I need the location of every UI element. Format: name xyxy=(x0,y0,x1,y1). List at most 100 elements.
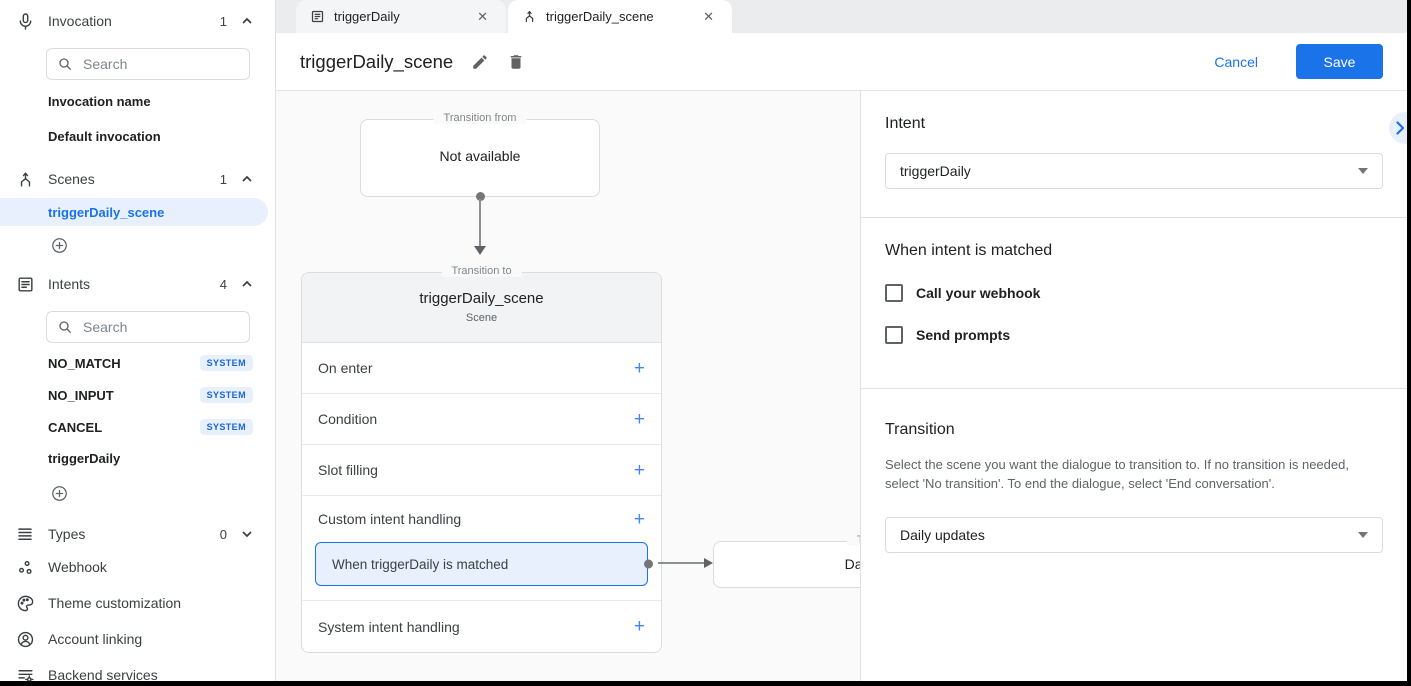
arrow-right-icon xyxy=(704,558,713,568)
sidebar: Invocation 1 Invocation name Default inv… xyxy=(0,0,276,681)
sidebar-item-account-linking[interactable]: Account linking xyxy=(0,621,275,657)
add-icon[interactable]: + xyxy=(633,357,645,379)
arrow-down-icon xyxy=(474,246,486,255)
screen-right-edge xyxy=(1407,0,1411,686)
section-count: 1 xyxy=(219,13,227,29)
sidebar-item-no-input[interactable]: NO_INPUT SYSTEM xyxy=(0,379,275,411)
panel-collapse-button[interactable] xyxy=(1389,112,1407,144)
sidebar-item-webhook[interactable]: Webhook xyxy=(0,549,275,585)
scene-row-condition[interactable]: Condition + xyxy=(302,394,661,445)
section-label: Invocation xyxy=(48,13,112,29)
section-count: 0 xyxy=(219,526,227,542)
scene-row-on-enter[interactable]: On enter + xyxy=(302,343,661,394)
save-button[interactable]: Save xyxy=(1296,44,1383,79)
close-icon[interactable]: ✕ xyxy=(477,8,488,24)
scene-row-slot-filling[interactable]: Slot filling + xyxy=(302,445,661,496)
intent-handler-when-triggerdaily-matched[interactable]: When triggerDaily is matched xyxy=(315,542,653,586)
transition-to-legend: Transition to xyxy=(846,534,860,546)
edit-pencil-icon[interactable] xyxy=(471,53,489,71)
sidebar-item-invocation-name[interactable]: Invocation name xyxy=(48,94,151,109)
tab-triggerdaily[interactable]: triggerDaily ✕ xyxy=(296,0,506,33)
transition-select[interactable]: Daily updates xyxy=(885,517,1383,553)
sidebar-section-types[interactable]: Types 0 xyxy=(0,519,275,549)
sidebar-section-invocation[interactable]: Invocation 1 xyxy=(0,6,275,36)
connector-dot xyxy=(644,559,653,569)
sidebar-section-scenes[interactable]: Scenes 1 xyxy=(0,164,275,194)
call-webhook-checkbox-row[interactable]: Call your webhook xyxy=(885,284,1383,302)
intent-config-panel: Intent triggerDaily When intent is match… xyxy=(860,91,1407,681)
intents-search xyxy=(46,311,250,343)
plus-circle-icon xyxy=(50,484,275,503)
flow-canvas: Transition from Not available Transition… xyxy=(276,91,860,681)
section-label: Scenes xyxy=(48,171,95,187)
chevron-right-icon xyxy=(1396,121,1405,135)
tab-triggerdaily-scene[interactable]: triggerDaily_scene ✕ xyxy=(508,0,732,33)
call-webhook-checkbox[interactable] xyxy=(885,284,903,302)
sidebar-item-no-match[interactable]: NO_MATCH SYSTEM xyxy=(0,347,275,379)
transition-description: Select the scene you want the dialogue t… xyxy=(885,457,1349,491)
connector-line-horizontal xyxy=(658,562,706,564)
section-label: Types xyxy=(48,526,86,542)
chevron-up-icon[interactable] xyxy=(241,175,253,183)
chevron-up-icon[interactable] xyxy=(241,280,253,288)
scene-card-subtitle: Scene xyxy=(465,312,498,324)
transition-to-legend: Transition to xyxy=(441,265,522,277)
system-badge: SYSTEM xyxy=(199,419,253,435)
sidebar-item-cancel[interactable]: CANCEL SYSTEM xyxy=(0,411,275,443)
cancel-button[interactable]: Cancel xyxy=(1214,53,1258,70)
sidebar-item-theme-customization[interactable]: Theme customization xyxy=(0,585,275,621)
delete-trash-icon[interactable] xyxy=(507,53,525,71)
transition-from-value: Not available xyxy=(439,148,521,164)
sidebar-item-triggerdaily-scene[interactable]: triggerDaily_scene xyxy=(0,198,268,226)
chevron-up-icon[interactable] xyxy=(241,17,253,25)
transition-select-value: Daily updates xyxy=(900,527,985,543)
connector-line-vertical xyxy=(479,199,481,247)
scene-icon xyxy=(14,168,36,190)
send-prompts-checkbox-row[interactable]: Send prompts xyxy=(885,326,1383,344)
intents-search-input[interactable] xyxy=(46,311,250,343)
transition-section: Transition Select the scene you want the… xyxy=(861,389,1407,581)
chevron-down-icon[interactable] xyxy=(241,530,253,538)
close-icon[interactable]: ✕ xyxy=(703,8,714,24)
article-icon xyxy=(14,273,36,295)
section-label: Intents xyxy=(48,276,91,292)
sidebar-section-intents[interactable]: Intents 4 xyxy=(0,269,275,299)
scene-card: Transition to triggerDaily_scene Scene O… xyxy=(301,265,662,653)
invocation-search xyxy=(46,48,250,80)
send-prompts-checkbox[interactable] xyxy=(885,326,903,344)
sidebar-item-default-invocation[interactable]: Default invocation xyxy=(48,129,161,144)
caret-down-icon xyxy=(1358,532,1368,538)
microphone-icon xyxy=(14,10,36,32)
transition-heading: Transition xyxy=(885,421,955,438)
section-count: 4 xyxy=(219,276,227,292)
webhook-icon xyxy=(14,556,36,578)
search-icon xyxy=(57,56,73,72)
plus-circle-icon xyxy=(50,236,275,255)
transition-from-legend: Transition from xyxy=(433,112,527,124)
section-count: 1 xyxy=(219,171,227,187)
add-icon[interactable]: + xyxy=(633,459,645,481)
scene-row-system-intent-handling[interactable]: System intent handling + xyxy=(318,616,645,637)
transition-target-box: Transition to Daily updates xyxy=(713,534,860,588)
invocation-search-input[interactable] xyxy=(46,48,250,80)
editor-tabbar: triggerDaily ✕ triggerDaily_scene ✕ xyxy=(276,0,1407,33)
sidebar-item-triggerdaily[interactable]: triggerDaily xyxy=(48,451,121,466)
intent-select[interactable]: triggerDaily xyxy=(885,153,1383,189)
account-circle-icon xyxy=(14,628,36,650)
add-icon[interactable]: + xyxy=(633,408,645,430)
intent-matched-section: When intent is matched Call your webhook… xyxy=(861,218,1407,389)
scene-row-custom-intent-handling: Custom intent handling + When triggerDai… xyxy=(302,496,661,601)
intent-matched-heading: When intent is matched xyxy=(885,242,1053,259)
add-intent-button[interactable] xyxy=(0,474,275,511)
add-scene-button[interactable] xyxy=(0,226,275,263)
screen-bottom-edge xyxy=(0,681,1411,686)
intent-section: Intent triggerDaily xyxy=(861,91,1407,218)
scene-icon xyxy=(522,9,537,24)
sidebar-item-backend-services[interactable]: Backend services xyxy=(0,657,275,681)
system-badge: SYSTEM xyxy=(199,355,253,371)
connector-dot xyxy=(476,192,485,201)
add-icon[interactable]: + xyxy=(633,508,645,530)
add-icon[interactable]: + xyxy=(633,616,645,637)
palette-icon xyxy=(14,592,36,614)
page-title: triggerDaily_scene xyxy=(300,50,454,72)
